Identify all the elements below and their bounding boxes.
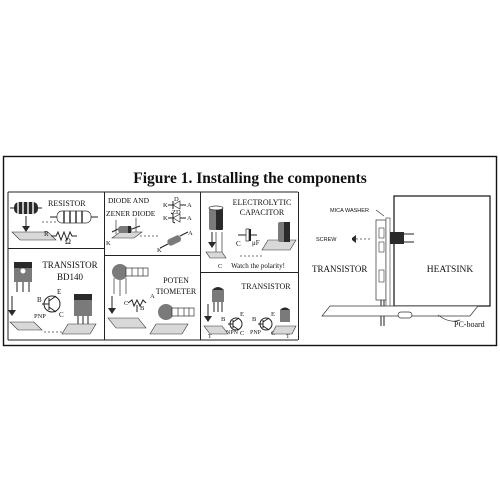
transistor-small-panel: TRANSISTOR B E C NPN B E C PNP T	[203, 282, 297, 340]
diode-zd: ZD	[172, 209, 181, 216]
diode-a-top: A	[187, 202, 192, 209]
resistor-panel: RESISTOR R Ω	[10, 199, 98, 246]
diode-component-drawing	[111, 218, 143, 239]
capacitor-panel: ELECTROLYTIC CAPACITOR + C μF Watch the …	[205, 198, 297, 270]
diode-symbol	[168, 200, 186, 210]
capacitor-watch-polarity: Watch the polarity!	[231, 262, 285, 270]
pc-board-label: PC-board	[454, 320, 485, 329]
small-pnp-symbol	[258, 317, 273, 331]
resistor-symbol-zigzag	[51, 230, 77, 242]
small-npn: NPN	[226, 330, 239, 336]
potentiometer-panel: POTEN TIOMETER A B C	[107, 264, 197, 335]
capacitor-label-line2: CAPACITOR	[240, 208, 285, 217]
capacitor-can-drawing	[208, 205, 224, 230]
pot-c: C	[124, 300, 128, 307]
transistor-bd140-panel: TRANSISTOR BD140 B E C PNP	[8, 260, 98, 335]
small-e1: E	[240, 311, 244, 318]
resistor-label: RESISTOR	[48, 199, 86, 208]
pot-label-line2: TIOMETER	[156, 287, 197, 296]
screw-label: SCREW	[316, 237, 337, 243]
capacitor-c-bottom: C	[218, 263, 222, 270]
pot-top-drawing	[112, 264, 149, 296]
small-b1: B	[221, 316, 226, 323]
small-t-left: T	[208, 334, 212, 340]
small-t-right: T	[286, 334, 290, 340]
bd140-symbol	[42, 295, 61, 313]
diode-k-mid: K	[163, 215, 168, 222]
pot-label-line1: POTEN	[163, 276, 189, 285]
resistor-coil-drawing	[10, 202, 42, 214]
pc-board-drawing	[321, 305, 479, 322]
zener-component-drawing	[159, 231, 189, 249]
pot-symbol	[127, 298, 147, 312]
diode-k-left: K	[106, 240, 111, 247]
resistor-unit: Ω	[65, 237, 71, 246]
small-c1: C	[240, 330, 244, 337]
bd140-label-line1: TRANSISTOR	[42, 260, 97, 270]
heatsink-block	[393, 195, 491, 307]
capacitor-right-drawing	[261, 222, 297, 251]
heatsink-transistor-drawing	[375, 217, 414, 326]
bd140-e: E	[57, 288, 61, 296]
capacitor-value: μF	[252, 239, 260, 247]
zener-symbol	[168, 212, 186, 224]
pot-board-drawing	[107, 304, 195, 335]
bd140-pnp: PNP	[34, 313, 46, 320]
heatsink-panel: HEATSINK MICA WASHER SCREW TRANSISTOR	[312, 195, 491, 329]
small-npn-symbol	[228, 317, 243, 331]
diode-k-top: K	[163, 202, 168, 209]
bd140-board-drawing	[9, 294, 97, 335]
diode-a-low: A	[188, 230, 193, 237]
capacitor-label-line1: ELECTROLYTIC	[233, 198, 292, 207]
bd140-c: C	[59, 311, 64, 319]
diode-label-line1: DIODE AND	[108, 196, 150, 205]
screw-drawing	[352, 235, 372, 243]
pot-a: A	[150, 293, 155, 300]
heatsink-label: HEATSINK	[427, 265, 474, 275]
bd140-body-drawing	[14, 262, 32, 292]
diode-label-line2: ZENER DIODE	[106, 209, 156, 218]
small-transistor-body	[212, 287, 224, 312]
resistor-board	[11, 231, 57, 241]
diode-panel: DIODE AND ZENER DIODE K D A K ZD A K	[106, 196, 193, 254]
small-transistor-label: TRANSISTOR	[241, 282, 291, 291]
bd140-label-line2: BD140	[57, 272, 84, 282]
resistor-body-drawing	[50, 210, 98, 224]
heatsink-transistor-label: TRANSISTOR	[312, 264, 367, 274]
capacitor-c-label: C	[236, 240, 241, 248]
bd140-b: B	[37, 296, 42, 304]
resistor-symbol-letter: R	[44, 230, 49, 238]
diode-k-low: K	[157, 247, 162, 254]
small-transistor-board	[203, 307, 297, 335]
diode-a-mid: A	[187, 215, 192, 222]
small-pnp: PNP	[250, 330, 262, 336]
diode-d-top: D	[174, 196, 179, 203]
panel-dividers	[7, 191, 299, 341]
figure-title: Figure 1. Installing the components	[133, 170, 367, 187]
small-e2: E	[271, 311, 275, 318]
capacitor-symbol	[238, 228, 257, 242]
small-b2: B	[252, 316, 257, 323]
pot-b: B	[140, 305, 145, 312]
mica-washer-label: MICA WASHER	[330, 208, 369, 214]
